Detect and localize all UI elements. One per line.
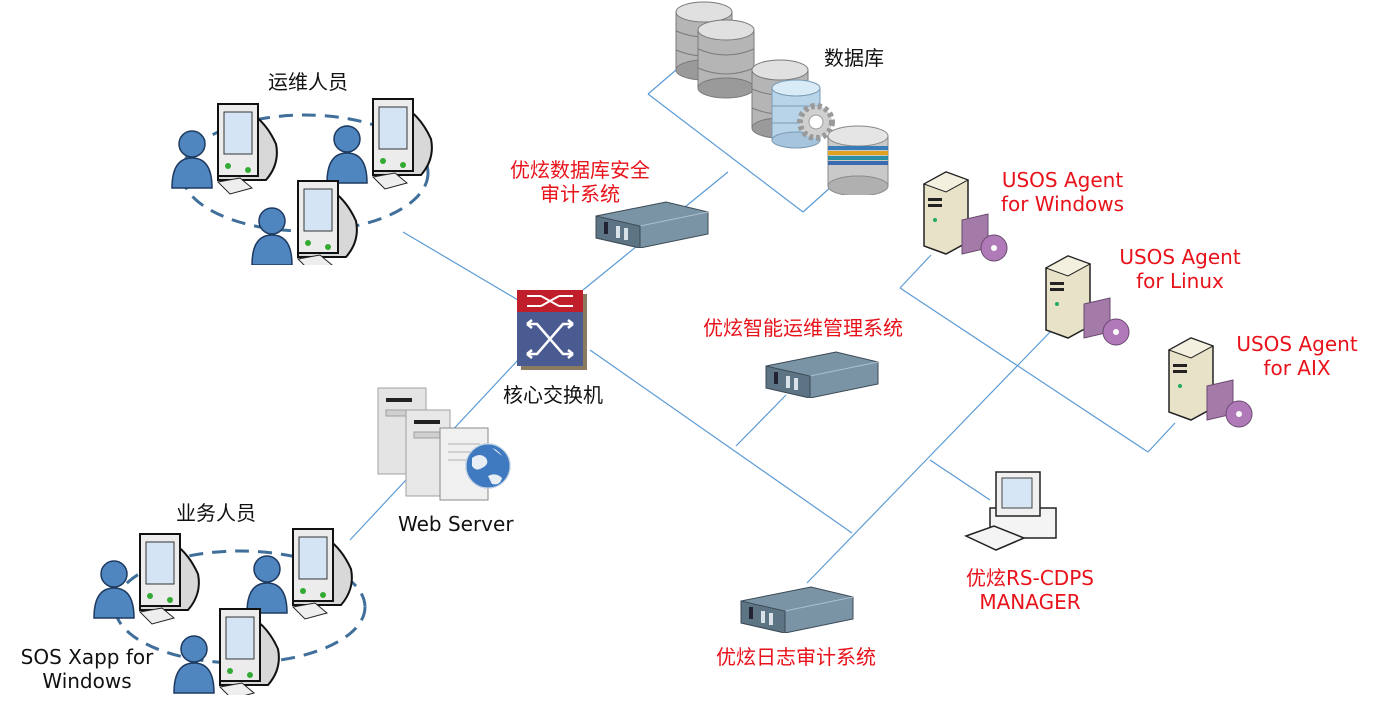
network-link: [802, 185, 833, 213]
ops-mgmt-label: 优炫智能运维管理系统: [703, 316, 903, 340]
db-audit-label-line2: 审计系统: [540, 182, 620, 206]
switch-arrows-icon: [527, 322, 573, 356]
ops-workstations[interactable]: [165, 95, 445, 265]
ops-workstation-2[interactable]: [326, 98, 433, 190]
xapp-label-line1: SOS Xapp for: [20, 645, 154, 669]
network-link: [1147, 422, 1176, 453]
network-link: [647, 69, 677, 95]
database-cluster[interactable]: [672, 0, 902, 195]
business-workstation-3[interactable]: [173, 608, 280, 695]
agent-linux-label-line2: for Linux: [1136, 269, 1224, 293]
globe-icon: [465, 443, 511, 489]
database-icon-colored: [827, 125, 889, 195]
web-server[interactable]: [372, 384, 517, 504]
ops-workstation-3[interactable]: [251, 180, 358, 265]
server-tower-icon: [377, 387, 489, 501]
cdps-manager-pc[interactable]: [962, 468, 1062, 558]
desktop-pc-icon: [964, 471, 1057, 551]
database-icon: [697, 19, 755, 99]
agent-linux-label: USOS Agent for Linux: [1115, 245, 1245, 293]
business-workstations[interactable]: [90, 525, 370, 695]
db-audit-appliance[interactable]: [592, 198, 712, 248]
business-workstation-2[interactable]: [246, 528, 353, 620]
db-audit-label: 优炫数据库安全 审计系统: [505, 158, 655, 206]
log-audit-appliance[interactable]: [737, 583, 857, 633]
cdps-manager-label-line2: MANAGER: [979, 590, 1081, 614]
xapp-label-line2: Windows: [42, 669, 132, 693]
database-label: 数据库: [824, 46, 884, 70]
network-link: [929, 459, 991, 501]
cdps-manager-label: 优炫RS-CDPS MANAGER: [955, 566, 1105, 614]
business-workstation-1[interactable]: [93, 533, 200, 625]
core-switch[interactable]: [515, 288, 590, 373]
network-link: [402, 231, 519, 301]
db-audit-label-line1: 优炫数据库安全: [510, 158, 650, 182]
core-switch-label: 核心交换机: [503, 383, 603, 407]
network-link: [806, 329, 1053, 584]
network-link: [735, 394, 787, 447]
agent-windows-label: USOS Agent for Windows: [995, 168, 1130, 216]
web-server-label: Web Server: [398, 512, 514, 536]
network-link: [899, 287, 1149, 453]
agent-aix-label-line1: USOS Agent: [1236, 332, 1358, 356]
network-link: [647, 93, 804, 213]
cdps-manager-label-line1: 优炫RS-CDPS: [966, 566, 1094, 590]
log-audit-label: 优炫日志审计系统: [716, 645, 876, 669]
network-link: [899, 254, 932, 289]
xapp-label: SOS Xapp for Windows: [12, 645, 162, 693]
ops-group-label: 运维人员: [268, 70, 348, 94]
agent-linux-label-line1: USOS Agent: [1119, 245, 1241, 269]
database-gear-icon: [771, 79, 835, 149]
agent-aix-label: USOS Agent for AIX: [1232, 332, 1362, 380]
network-link: [589, 349, 853, 534]
ops-mgmt-appliance[interactable]: [762, 348, 882, 398]
agent-aix-label-line2: for AIX: [1263, 356, 1331, 380]
agent-windows-label-line1: USOS Agent: [1001, 168, 1124, 192]
business-group-label: 业务人员: [176, 501, 256, 525]
agent-windows-label-line2: for Windows: [1000, 192, 1125, 216]
